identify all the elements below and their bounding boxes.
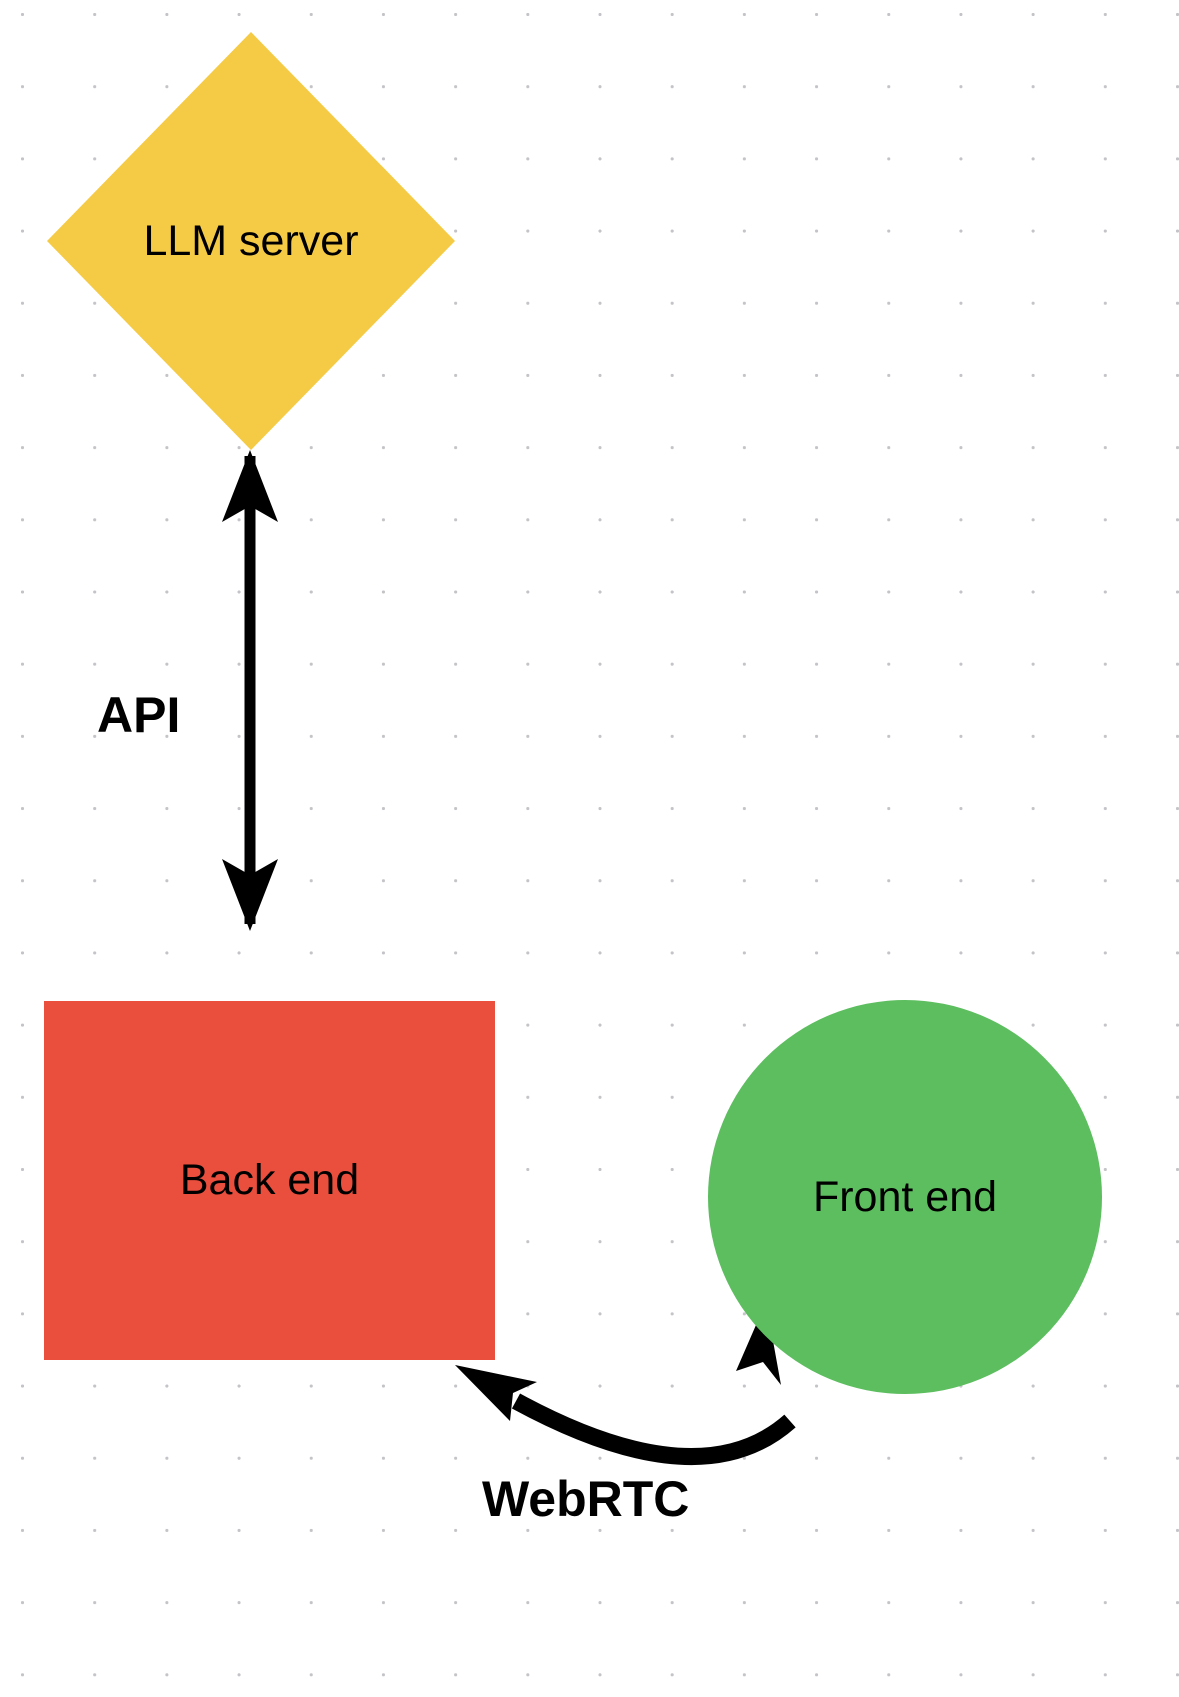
node-llm-server[interactable]: LLM server <box>47 32 455 450</box>
edge-api-arrowhead-bottom <box>222 859 278 931</box>
edge-api-arrowhead-top <box>222 450 278 522</box>
edge-api[interactable] <box>222 450 278 931</box>
edge-webrtc-arrowhead-left <box>455 1365 537 1421</box>
diamond-shape <box>47 32 455 450</box>
circle-shape <box>708 1000 1102 1394</box>
edge-webrtc-curve <box>511 1393 796 1466</box>
node-back-end[interactable]: Back end <box>44 1001 495 1360</box>
node-front-end[interactable]: Front end <box>708 1000 1102 1394</box>
rectangle-shape <box>44 1001 495 1360</box>
